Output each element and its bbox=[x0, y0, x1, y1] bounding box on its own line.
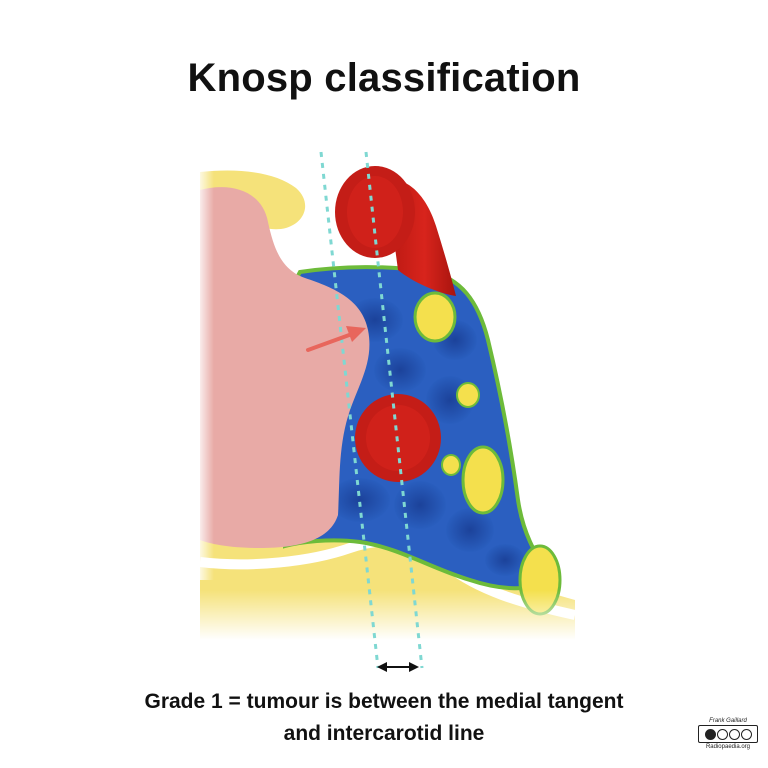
credit-block: Frank Gaillard Radiopaedia.org bbox=[698, 718, 758, 750]
intercarotid-line bbox=[364, 151, 424, 669]
pituitary-tumour bbox=[200, 187, 370, 548]
creative-commons-by-nc-sa-icon bbox=[698, 725, 758, 743]
guide-lines bbox=[319, 151, 424, 669]
caption-line-1: Grade 1 = tumour is between the medial t… bbox=[144, 690, 624, 713]
page-title: Knosp classification bbox=[187, 56, 581, 100]
credit-site: Radiopaedia.org bbox=[705, 744, 751, 750]
supraclinoid-carotid bbox=[335, 166, 456, 296]
arrow-icon bbox=[306, 326, 366, 352]
medial-tangent-line bbox=[319, 151, 380, 669]
credit-author: Frank Gaillard bbox=[709, 718, 747, 724]
fade-overlay bbox=[190, 590, 590, 640]
fade-overlay bbox=[196, 160, 214, 580]
caption: Grade 1 = tumour is between the medial t… bbox=[40, 686, 728, 750]
caption-line-2: and intercarotid line bbox=[283, 722, 485, 745]
double-arrow-icon bbox=[377, 662, 419, 672]
